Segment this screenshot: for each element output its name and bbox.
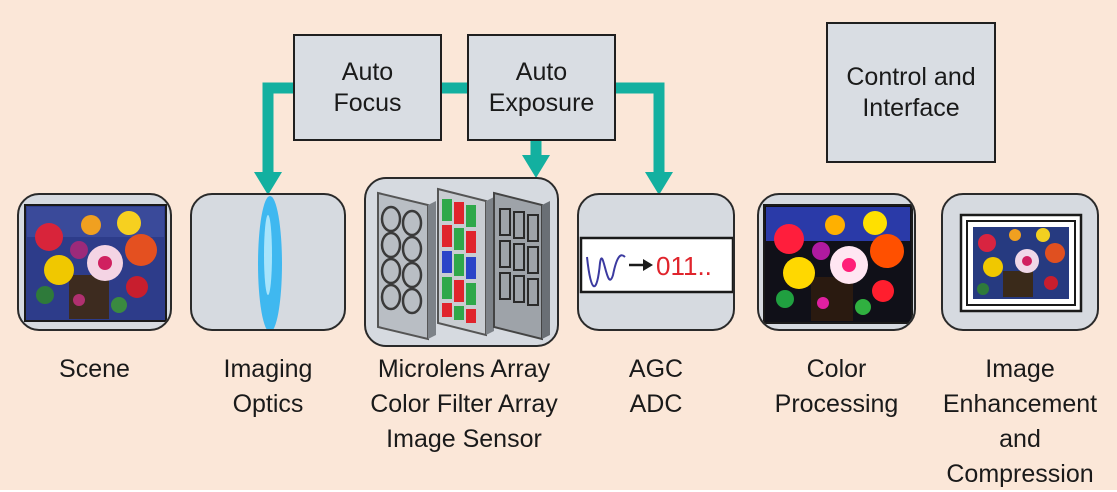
- auto-focus-label-line1: Auto: [341, 57, 394, 86]
- scene-caption: Scene: [17, 352, 172, 387]
- control-interface-box: Control and Interface: [826, 22, 996, 163]
- agc-adc-caption: AGC ADC: [577, 352, 735, 422]
- lens-icon: [258, 196, 282, 329]
- imaging-optics-caption-line2: Optics: [232, 390, 304, 418]
- adc-digital-readout: 011..: [656, 251, 712, 281]
- arrowhead-sensor: [522, 155, 550, 178]
- sensor-panel: [364, 177, 559, 347]
- scene-panel: [17, 193, 172, 331]
- auto-exposure-to-adc-line: [614, 82, 665, 175]
- imaging-optics-panel: [190, 193, 346, 331]
- control-interface-label-line1: Control and: [846, 62, 976, 91]
- arrowhead-adc: [645, 172, 673, 195]
- flower-photo-icon: [24, 204, 167, 322]
- color-processing-caption-line1: Color: [806, 355, 867, 383]
- sensor-caption: Microlens Array Color Filter Array Image…: [350, 352, 578, 457]
- color-processing-panel: [757, 193, 916, 331]
- enhancement-panel: [941, 193, 1099, 331]
- framed-photo-icon: [959, 213, 1083, 313]
- enhancement-caption-line3: and: [999, 425, 1041, 453]
- auto-focus-label-line2: Focus: [333, 88, 402, 117]
- scene-caption-line1: Scene: [59, 355, 130, 383]
- color-photo-icon: [763, 204, 913, 324]
- color-processing-caption: Color Processing: [757, 352, 916, 422]
- enhancement-caption-line1: Image: [985, 355, 1055, 383]
- color-processing-caption-line2: Processing: [774, 390, 899, 418]
- agc-adc-caption-line1: AGC: [628, 355, 684, 383]
- auto-exposure-label-line2: Exposure: [488, 88, 595, 117]
- arrowhead-optics: [254, 172, 282, 195]
- agc-adc-panel: 011..: [577, 193, 735, 331]
- imaging-optics-caption-line1: Imaging: [223, 355, 313, 383]
- waveform-to-digital-icon: 011..: [579, 236, 733, 294]
- agc-adc-caption-line2: ADC: [629, 390, 683, 418]
- sensor-caption-line2: Color Filter Array: [370, 390, 558, 418]
- control-interface-label-line2: Interface: [862, 93, 960, 122]
- sensor-stack-icon: [377, 187, 550, 341]
- sensor-caption-line1: Microlens Array: [377, 355, 551, 383]
- auto-focus-box: Auto Focus: [293, 34, 442, 141]
- enhancement-caption-line2: Enhancement: [942, 390, 1098, 418]
- auto-exposure-label-line1: Auto: [515, 57, 568, 86]
- auto-exposure-box: Auto Exposure: [467, 34, 616, 141]
- sensor-caption-line3: Image Sensor: [386, 425, 542, 453]
- enhancement-caption-line4: Compression: [946, 460, 1094, 488]
- enhancement-caption: Image Enhancement and Compression: [925, 352, 1115, 492]
- imaging-optics-caption: Imaging Optics: [190, 352, 346, 422]
- auto-focus-to-optics-line: [262, 82, 297, 175]
